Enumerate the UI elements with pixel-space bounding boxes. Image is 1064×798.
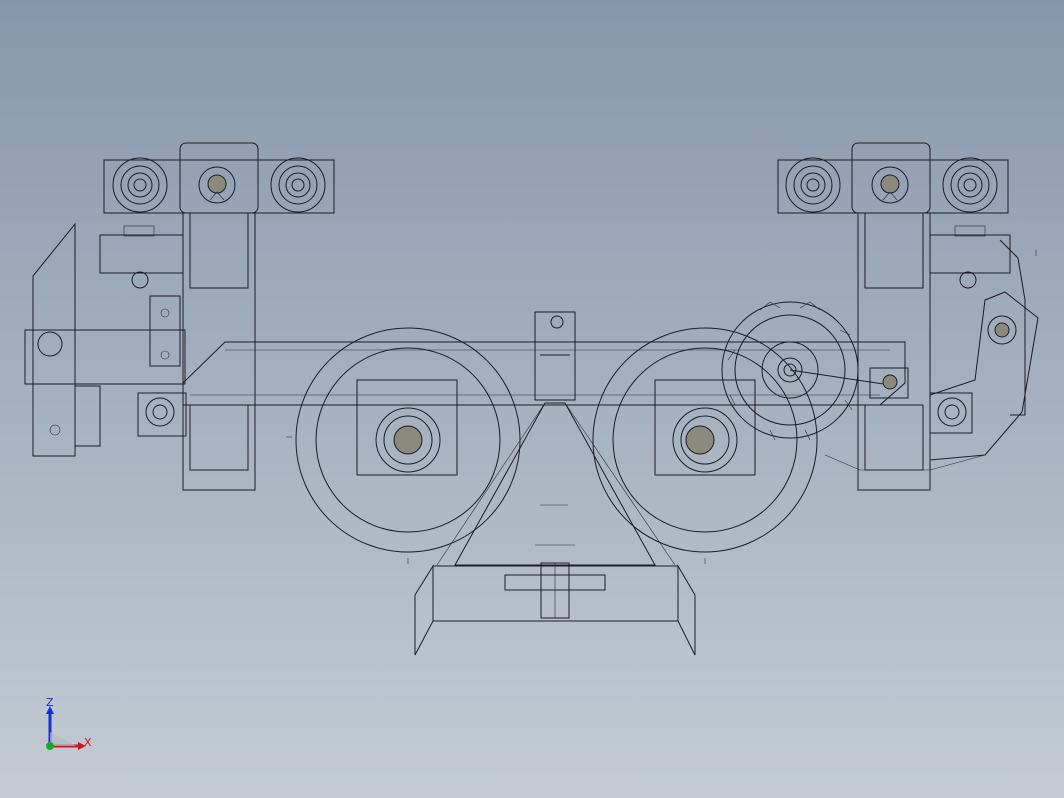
right-roller-a	[785, 157, 841, 213]
left-main-wheel	[295, 327, 521, 553]
right-vertical-arm	[857, 212, 931, 491]
x-arrow-head-icon	[78, 742, 86, 750]
z-arrow-head-icon	[46, 706, 54, 714]
right-roller-b	[942, 157, 998, 213]
right-spring-block	[929, 234, 1011, 274]
left-vertical-arm	[182, 212, 256, 491]
left-roller-b	[270, 157, 326, 213]
triad-plane-icon	[50, 732, 76, 746]
center-mount	[534, 311, 576, 401]
right-main-wheel	[592, 327, 818, 553]
left-trolley-assembly	[24, 142, 335, 491]
beam-body	[182, 341, 906, 406]
center-hopper	[414, 402, 696, 656]
origin-icon	[46, 742, 54, 750]
left-top-pin	[207, 174, 227, 194]
reference-ticks	[286, 250, 1037, 564]
z-axis-label: Z	[46, 696, 54, 709]
hopper-bucket	[432, 565, 679, 622]
left-end-plate	[32, 222, 76, 457]
right-trolley-assembly	[777, 142, 1039, 491]
x-axis-label: X	[84, 736, 92, 749]
right-top-pin	[880, 174, 900, 194]
main-beam	[182, 311, 906, 406]
right-end-plate	[929, 291, 1039, 461]
right-wheel-axle	[685, 425, 715, 455]
left-wheel-axle	[393, 425, 423, 455]
drive-sprocket	[721, 301, 909, 441]
left-spring-block	[99, 234, 184, 274]
orientation-triad[interactable]: Z X	[40, 696, 100, 756]
left-roller-a	[112, 157, 168, 213]
hopper-triangle	[454, 402, 656, 566]
